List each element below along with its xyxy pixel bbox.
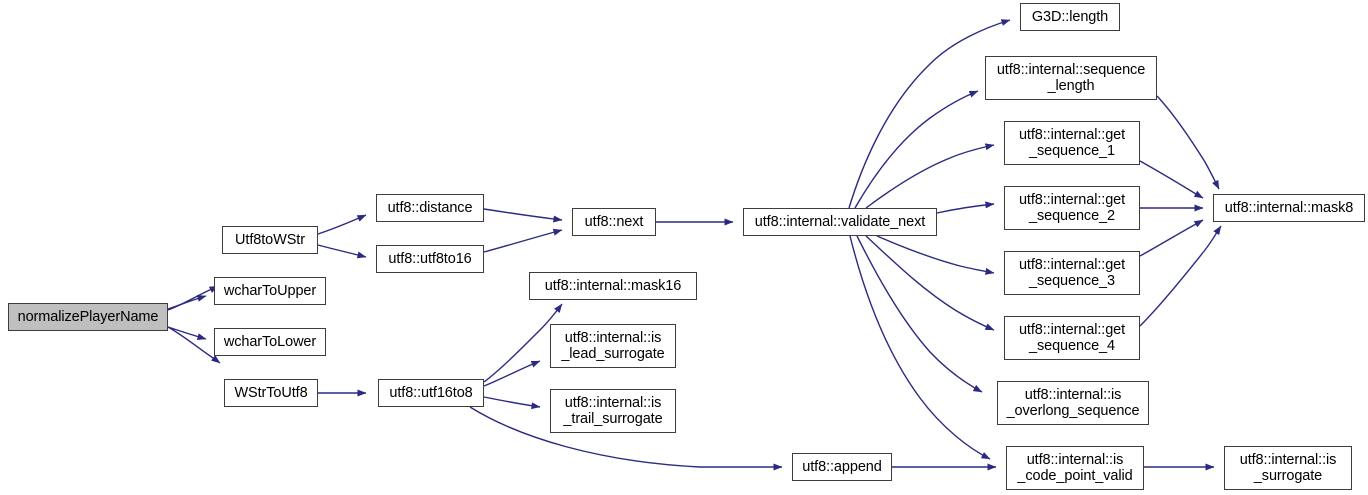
graph-node-label: normalizePlayerName <box>17 309 159 325</box>
graph-node-Utf8toWStr[interactable]: Utf8toWStr <box>222 226 318 254</box>
graph-node-label: utf8::internal::is _trail_surrogate <box>563 395 663 427</box>
graph-node-is_lead_surrogate[interactable]: utf8::internal::is _lead_surrogate <box>550 324 676 368</box>
graph-node-label: wcharToLower <box>223 334 317 350</box>
graph-node-wcharToUpper[interactable]: wcharToUpper <box>214 277 326 305</box>
graph-node-label: utf8::internal::mask16 <box>544 278 682 294</box>
edge-validate_next-to-is_overlong <box>856 235 983 393</box>
graph-node-utf8_distance[interactable]: utf8::distance <box>376 194 484 222</box>
edge-normalizePlayerName-to-Utf8toWStr <box>167 285 219 311</box>
graph-node-label: utf8::internal::get _sequence_1 <box>1018 127 1126 159</box>
graph-node-utf8_append[interactable]: utf8::append <box>792 453 892 481</box>
graph-node-wcharToLower[interactable]: wcharToLower <box>214 328 326 356</box>
graph-node-get_sequence_2[interactable]: utf8::internal::get _sequence_2 <box>1004 186 1140 230</box>
graph-node-label: utf8::internal::is _surrogate <box>1239 452 1337 484</box>
graph-node-is_code_point_valid[interactable]: utf8::internal::is _code_point_valid <box>1006 446 1144 490</box>
graph-node-is_trail_surrogate[interactable]: utf8::internal::is _trail_surrogate <box>550 389 676 433</box>
graph-node-label: Utf8toWStr <box>235 232 305 248</box>
graph-node-utf8_next[interactable]: utf8::next <box>572 208 656 236</box>
edge-utf8_utf16to8-to-is_lead_surrogate <box>483 360 541 387</box>
graph-node-label: utf8::utf16to8 <box>389 385 473 401</box>
graph-node-get_sequence_1[interactable]: utf8::internal::get _sequence_1 <box>1004 121 1140 165</box>
edge-Utf8toWStr-to-utf8_utf8to16 <box>317 244 367 259</box>
edge-utf8_utf8to16-to-utf8_next <box>483 228 563 253</box>
graph-node-normalizePlayerName[interactable]: normalizePlayerName <box>8 303 168 331</box>
graph-node-label: utf8::internal::get _sequence_2 <box>1018 192 1126 224</box>
graph-node-label: utf8::internal::get _sequence_3 <box>1018 257 1126 289</box>
edge-validate_next-to-get_sequence_4 <box>865 235 995 331</box>
graph-node-get_sequence_4[interactable]: utf8::internal::get _sequence_4 <box>1004 316 1140 360</box>
graph-node-label: utf8::internal::mask8 <box>1224 200 1354 216</box>
graph-node-label: utf8::internal::validate_next <box>754 214 926 230</box>
edge-validate_next-to-get_sequence_2 <box>936 201 995 214</box>
edge-utf8_utf16to8-to-is_trail_surrogate <box>483 396 541 410</box>
edge-Utf8toWStr-to-utf8_distance <box>317 214 367 235</box>
edge-validate_next-to-get_sequence_3 <box>876 235 995 275</box>
graph-node-label: wcharToUpper <box>223 283 317 299</box>
graph-node-label: utf8::internal::is _overlong_sequence <box>1006 387 1140 419</box>
edge-validate_next-to-sequence_length <box>854 90 979 209</box>
edge-validate_next-to-get_sequence_1 <box>865 143 995 209</box>
graph-node-G3D_length[interactable]: G3D::length <box>1020 3 1120 31</box>
graph-node-label: utf8::append <box>802 459 882 475</box>
graph-node-validate_next[interactable]: utf8::internal::validate_next <box>743 208 937 236</box>
graph-node-get_sequence_3[interactable]: utf8::internal::get _sequence_3 <box>1004 251 1140 295</box>
graph-node-mask16[interactable]: utf8::internal::mask16 <box>529 272 697 300</box>
graph-node-is_surrogate[interactable]: utf8::internal::is _surrogate <box>1224 446 1352 490</box>
graph-node-label: utf8::distance <box>387 200 473 216</box>
graph-node-mask8[interactable]: utf8::internal::mask8 <box>1213 194 1365 222</box>
edge-get_sequence_4-to-mask8 <box>1139 225 1222 327</box>
graph-node-utf8_utf8to16[interactable]: utf8::utf8to16 <box>376 245 484 273</box>
edge-get_sequence_1-to-mask8 <box>1139 160 1204 199</box>
graph-node-is_overlong[interactable]: utf8::internal::is _overlong_sequence <box>997 381 1149 425</box>
graph-node-label: utf8::internal::get _sequence_4 <box>1018 322 1126 354</box>
edge-normalizePlayerName-to-wcharToLower <box>167 326 207 341</box>
graph-node-label: utf8::internal::is _lead_surrogate <box>561 330 665 362</box>
edge-validate_next-to-is_code_point_valid <box>849 235 991 460</box>
graph-node-WStrToUtf8[interactable]: WStrToUtf8 <box>224 379 318 407</box>
graph-node-label: utf8::next <box>584 214 644 230</box>
graph-node-label: G3D::length <box>1031 9 1109 25</box>
edge-normalizePlayerName-to-WStrToUtf8 <box>167 326 221 364</box>
edge-validate_next-to-G3D_length <box>848 19 1011 209</box>
edge-get_sequence_3-to-mask8 <box>1139 219 1204 257</box>
graph-node-sequence_length[interactable]: utf8::internal::sequence _length <box>985 56 1157 100</box>
edge-sequence_length-to-mask8 <box>1156 95 1220 190</box>
graph-node-label: utf8::internal::is _code_point_valid <box>1017 452 1133 484</box>
graph-node-label: utf8::internal::sequence _length <box>996 62 1146 94</box>
edge-normalizePlayerName-to-wcharToUpper <box>167 294 207 310</box>
graph-node-utf8_utf16to8[interactable]: utf8::utf16to8 <box>378 379 484 407</box>
graph-node-label: utf8::utf8to16 <box>388 251 472 267</box>
edge-utf8_distance-to-utf8_next <box>483 208 563 223</box>
graph-node-label: WStrToUtf8 <box>234 385 308 401</box>
